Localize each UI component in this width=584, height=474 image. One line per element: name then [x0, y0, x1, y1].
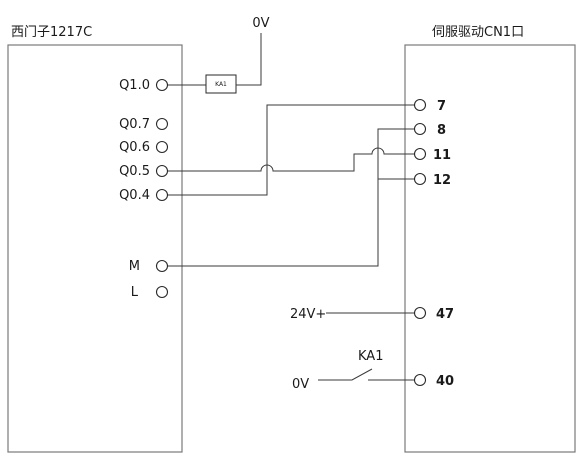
supply-24v-label: 24V+: [290, 307, 326, 322]
servo-pin-circle-12: [413, 172, 427, 186]
plc-terminal-q1-0: Q1.0: [119, 78, 150, 93]
top-ground-label: 0V: [252, 16, 269, 31]
relay-contact: [318, 368, 414, 381]
plc-title: 西门子1217C: [11, 25, 92, 40]
plc-terminal-q0-6: Q0.6: [119, 140, 150, 155]
servo-pin-circle-40: [413, 373, 427, 387]
servo-pin-circle-11: [413, 147, 427, 161]
relay-coil: [205, 74, 237, 94]
servo-pin-7: 7: [437, 99, 446, 114]
plc-terminal-q0-5: Q0.5: [119, 164, 150, 179]
plc-terminal-circle-q0-6: [155, 140, 169, 154]
servo-pin-circle-7: [413, 98, 427, 112]
plc-box: [7, 44, 183, 453]
plc-terminal-q0-4: Q0.4: [119, 188, 150, 203]
servo-title: 伺服驱动CN1口: [432, 25, 524, 40]
servo-pin-8: 8: [437, 123, 446, 138]
wire-q0-4-to-pin-7: [168, 104, 414, 196]
plc-terminal-circle-l: [155, 285, 169, 299]
plc-terminal-circle-q0-4: [155, 188, 169, 202]
contact-ground-label: 0V: [292, 377, 309, 392]
relay-coil-label: KA1: [215, 81, 227, 88]
plc-terminal-circle-m: [155, 259, 169, 273]
plc-terminal-q0-7: Q0.7: [119, 117, 150, 132]
servo-pin-47: 47: [436, 307, 454, 322]
plc-terminal-m: M: [129, 259, 140, 274]
servo-pin-40: 40: [436, 374, 454, 389]
wire-m-to-pin-8: [168, 128, 414, 267]
servo-box: [404, 44, 576, 453]
wire-coil-to-0v: [236, 33, 262, 86]
wire-q0-5-to-pin-11: [168, 147, 414, 172]
servo-pin-11: 11: [433, 148, 451, 163]
servo-pin-circle-8: [413, 122, 427, 136]
relay-contact-label: KA1: [358, 349, 383, 364]
servo-pin-12: 12: [433, 173, 451, 188]
plc-terminal-l: L: [131, 285, 139, 300]
plc-terminal-circle-q0-7: [155, 117, 169, 131]
servo-pin-circle-47: [413, 306, 427, 320]
plc-terminal-circle-q0-5: [155, 164, 169, 178]
plc-terminal-circle-q1-0: [155, 78, 169, 92]
